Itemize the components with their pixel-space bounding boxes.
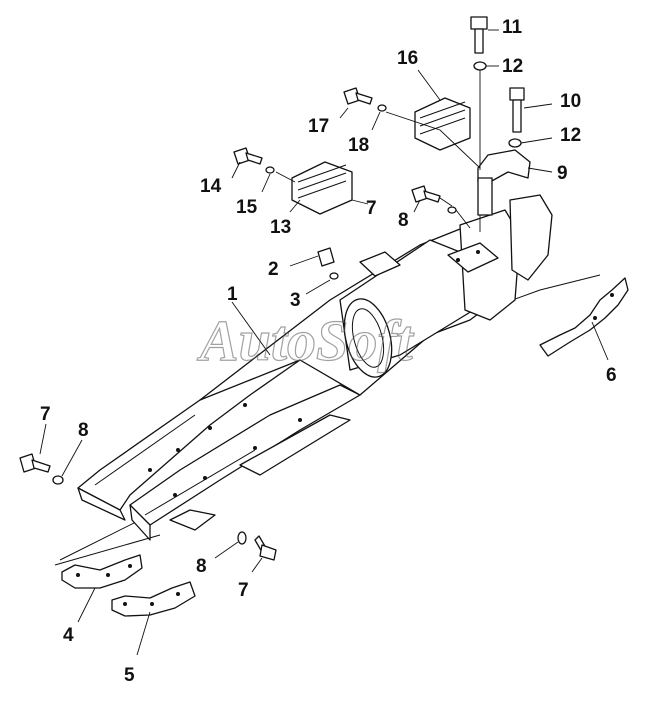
callout-10: 10 <box>560 91 581 112</box>
bolt-14 <box>233 147 263 165</box>
bolt-7-top <box>411 185 441 203</box>
callout-16: 16 <box>397 48 418 69</box>
washer-15 <box>265 166 275 174</box>
callout-4: 4 <box>63 625 74 646</box>
callout-14: 14 <box>200 176 222 197</box>
bolt-17 <box>343 87 373 105</box>
bolt-7-bottom <box>254 535 277 561</box>
guard-4 <box>61 554 143 589</box>
callout-6: 6 <box>606 365 617 386</box>
callout-7-top: 7 <box>366 198 377 219</box>
callout-3: 3 <box>290 290 301 311</box>
bracket-16 <box>414 97 471 151</box>
bearing-cap-9 <box>477 149 531 216</box>
callout-12-right: 12 <box>560 125 581 146</box>
callout-18: 18 <box>348 135 369 156</box>
callout-5: 5 <box>124 665 135 686</box>
callout-12-top: 12 <box>502 56 523 77</box>
callout-17: 17 <box>308 116 329 137</box>
callout-8-top: 8 <box>398 210 409 231</box>
callout-7-left: 7 <box>40 404 51 425</box>
watermark: AutoSoft <box>197 308 415 373</box>
washer-8-bottom <box>237 531 247 545</box>
callout-11: 11 <box>502 17 523 38</box>
callout-1: 1 <box>227 284 238 305</box>
washer-12-top <box>473 61 487 71</box>
callout-2: 2 <box>268 259 279 280</box>
callouts: 1 2 3 4 5 6 7 7 7 8 8 8 9 10 11 12 12 13… <box>40 17 617 686</box>
guard-6 <box>539 277 629 357</box>
callout-8-bottom: 8 <box>196 556 207 577</box>
guard-5 <box>111 581 196 617</box>
bolt-7-left <box>19 453 51 473</box>
callout-8-left: 8 <box>78 420 89 441</box>
washer-12-right <box>508 138 522 148</box>
callout-7-bottom: 7 <box>238 580 249 601</box>
leader-lines <box>39 29 609 656</box>
washer-8-top <box>447 206 457 214</box>
callout-13: 13 <box>270 217 291 238</box>
plug-2 <box>317 247 335 267</box>
bolt-11 <box>470 16 488 54</box>
washer-18 <box>377 104 387 112</box>
callout-15: 15 <box>236 197 258 218</box>
callout-9: 9 <box>557 163 568 184</box>
main-frame <box>54 194 601 566</box>
gasket-3 <box>329 272 339 280</box>
washer-8-left <box>52 475 64 485</box>
bolt-10 <box>509 87 525 133</box>
bracket-13 <box>291 161 353 215</box>
